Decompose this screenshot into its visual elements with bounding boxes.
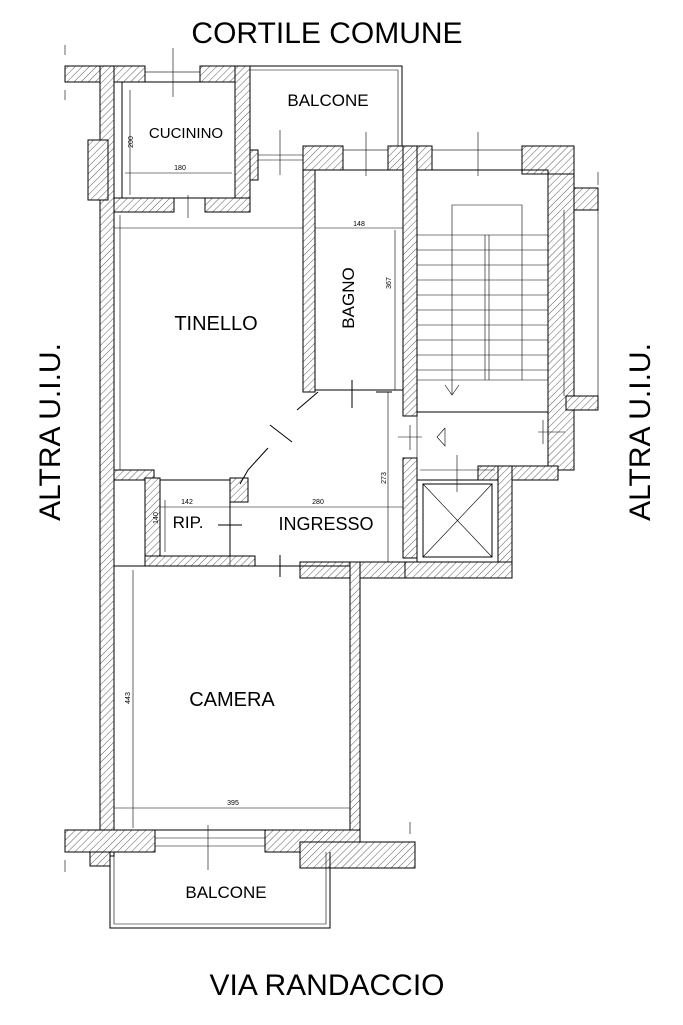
bottom-street-label: VIA RANDACCIO — [209, 969, 444, 1002]
room-cucinino: CUCININO — [149, 125, 223, 142]
room-rip: RIP. — [173, 513, 204, 532]
dim-ingresso-height: 273 — [381, 472, 388, 484]
dim-ingresso-width: 280 — [312, 499, 324, 506]
inner-lines — [64, 45, 599, 929]
dimension-labels: 180 200 148 367 142 140 280 273 443 395 — [125, 136, 393, 807]
room-camera: CAMERA — [189, 689, 275, 711]
top-street-label: CORTILE COMUNE — [191, 17, 462, 50]
dim-rip-height: 140 — [153, 512, 160, 524]
room-balcone-bottom: BALCONE — [185, 883, 266, 902]
walls — [64, 65, 599, 869]
room-balcone-top: BALCONE — [287, 91, 368, 110]
room-labels: BALCONE CUCININO TINELLO BAGNO RIP. INGR… — [149, 91, 374, 902]
dim-camera-height: 443 — [125, 692, 132, 704]
dim-rip-width: 142 — [181, 499, 193, 506]
room-bagno: BAGNO — [339, 267, 358, 328]
dim-bagno-height: 367 — [386, 277, 393, 289]
room-tinello: TINELLO — [174, 313, 257, 335]
left-side-label: ALTRA U.I.U. — [34, 343, 67, 521]
dim-cucinino-width: 180 — [174, 165, 186, 172]
room-ingresso: INGRESSO — [278, 514, 373, 534]
dim-cucinino-height: 200 — [128, 136, 135, 148]
dim-bagno-width: 148 — [353, 221, 365, 228]
dim-camera-width: 395 — [227, 800, 239, 807]
stair-treads — [417, 234, 548, 381]
right-side-label: ALTRA U.I.U. — [624, 343, 657, 521]
